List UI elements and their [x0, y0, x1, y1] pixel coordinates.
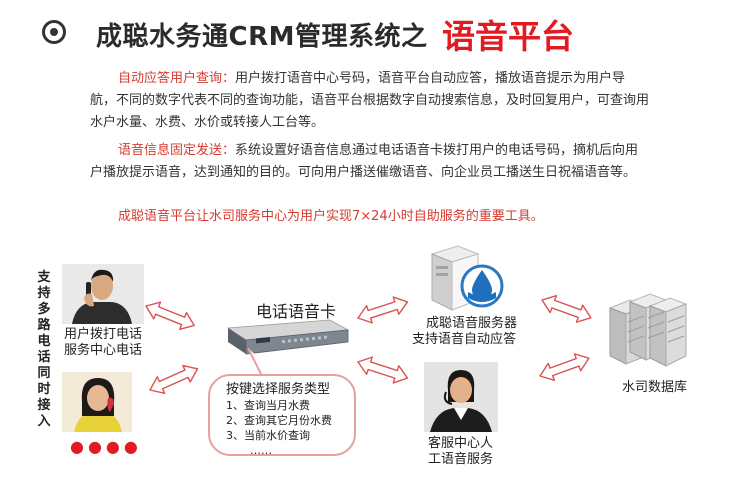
voice-server-label-line2: 支持语音自动应答: [412, 332, 517, 347]
arrow-user2-card: [145, 359, 202, 399]
user-photo-man: [62, 264, 144, 324]
water-database-icon: [608, 293, 688, 367]
paragraph-voice-broadcast: 语音信息固定发送：系统设置好语音信息通过电话语音卡拨打用户的电话号码，摘机后向用…: [90, 140, 650, 184]
paragraph-lead: 语音信息固定发送：: [118, 143, 236, 158]
callout-item: 3、当前水价查询: [226, 429, 310, 442]
callout-title: 按键选择服务类型: [226, 382, 331, 397]
arrow-card-agent: [354, 352, 411, 388]
callout-item: 2、查询其它月份水费: [226, 414, 332, 427]
paragraph-text: 用户拨打语音中心号码，语音平台自动应答，播放语音提示为用户导航，不同的数字代表不…: [90, 71, 650, 130]
paragraph-text: 系统设置好语音信息通过电话语音卡拨打用户的电话号码，摘机后向用户播放提示语音，达…: [90, 143, 639, 180]
page-title: 成聪水务通CRM管理系统之: [96, 22, 428, 52]
agent-label-line1: 客服中心人: [428, 436, 494, 451]
user-caption-line2: 服务中心电话: [64, 343, 143, 358]
arrow-card-server: [354, 292, 411, 328]
arrow-user1-card: [141, 296, 199, 335]
service-agent-photo: [424, 362, 498, 432]
multi-line-support-label: 支持多路电话同时接入: [37, 270, 51, 429]
voice-card-device-icon: [226, 319, 350, 355]
more-users-dots: ●●●●: [70, 437, 142, 456]
voice-server-label-line1: 成聪语音服务器: [426, 316, 518, 331]
voice-server-icon: [430, 245, 504, 311]
arrow-server-db: [538, 290, 595, 327]
water-db-label: 水司数据库: [622, 380, 688, 395]
page-title-accent: 语音平台: [442, 17, 574, 56]
user-photo-woman: [62, 372, 132, 432]
bullseye-icon: [42, 20, 66, 44]
service-menu-callout: 按键选择服务类型 1、查询当月水费 2、查询其它月份水费 3、当前水价查询 ……: [208, 374, 356, 457]
agent-label-line2: 工语音服务: [428, 452, 494, 467]
paragraph-auto-answer: 自动应答用户查询：用户拨打语音中心号码，语音平台自动应答，播放语音提示为用户导航…: [90, 68, 650, 134]
callout-item: 1、查询当月水费: [226, 399, 310, 412]
paragraph-lead: 自动应答用户查询：: [118, 71, 236, 86]
callout-item: ……: [250, 444, 272, 457]
arrow-agent-db: [536, 349, 593, 386]
slogan: 成聪语音平台让水司服务中心为用户实现7×24小时自助服务的重要工具。: [118, 209, 544, 224]
voice-card-label: 电话语音卡: [256, 302, 337, 321]
user-caption-line1: 用户拨打电话: [64, 327, 143, 342]
